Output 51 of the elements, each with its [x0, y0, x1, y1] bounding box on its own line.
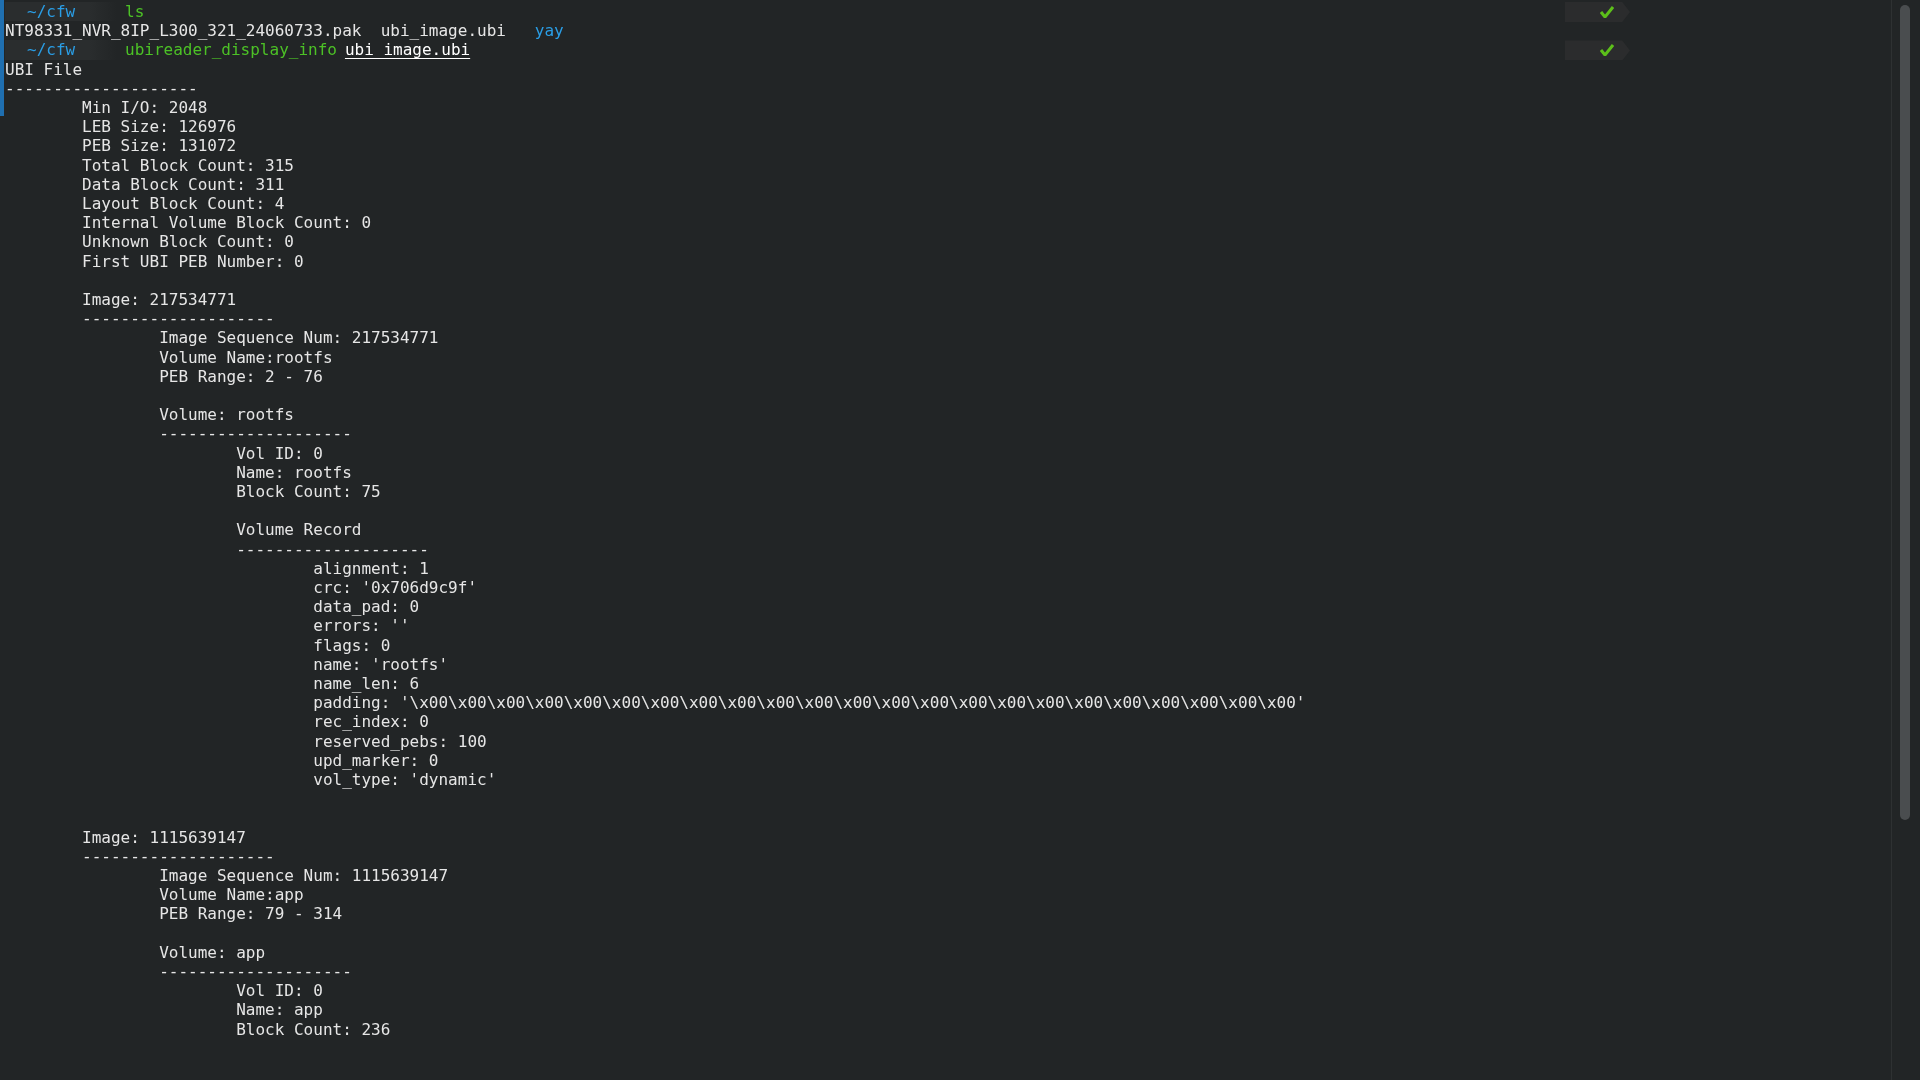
- output-line: Image: 217534771: [82, 290, 237, 310]
- output-line: Image Sequence Num: 217534771: [159, 328, 439, 348]
- output-line: name_len: 6: [313, 674, 420, 694]
- output-line: reserved_pebs: 100: [313, 731, 487, 751]
- output-line: Name: app: [236, 1000, 323, 1020]
- command-text: ubireader_display_info: [125, 40, 337, 60]
- output-line: data_pad: 0: [313, 597, 420, 617]
- output-line: Layout Block Count: 4: [82, 194, 285, 214]
- output-line: vol_type: 'dynamic': [313, 770, 497, 790]
- output-line: Unknown Block Count: 0: [82, 232, 294, 252]
- dashed-rule-text: --------------------: [82, 309, 275, 329]
- output-line: name: 'rootfs': [313, 654, 449, 674]
- output-line: Internal Volume Block Count: 0: [82, 213, 372, 233]
- output-line: Min I/O: 2048: [82, 98, 208, 118]
- output-line: padding: '\x00\x00\x00\x00\x00\x00\x00\x00\x00\x00\x00\x00\x00\x00\x00\x00\x00\x00\x00\x00\x00\x00\x00': [313, 693, 1306, 713]
- output-line: PEB Size: 131072: [82, 136, 237, 156]
- dashed-rule-text: --------------------: [5, 78, 198, 98]
- output-line: PEB Range: 79 - 314: [159, 904, 343, 924]
- output-line: Vol ID: 0: [236, 443, 323, 463]
- output-line: LEB Size: 126976: [82, 117, 237, 137]
- command-text: ls: [125, 2, 145, 22]
- output-line: Volume: rootfs: [159, 405, 294, 425]
- dashed-rule-text: --------------------: [236, 539, 429, 559]
- file-name: ubi_image.ubi: [380, 21, 506, 41]
- output-line: Image: 1115639147: [82, 827, 246, 847]
- output-line: PEB Range: 2 - 76: [159, 366, 323, 386]
- output-line: Vol ID: 0: [236, 981, 323, 1001]
- output-line: First UBI PEB Number: 0: [82, 251, 304, 271]
- output-line: flags: 0: [313, 635, 391, 655]
- output-line: upd_marker: 0: [313, 750, 439, 770]
- output-line: Volume: app: [159, 942, 266, 962]
- output-line: Total Block Count: 315: [82, 155, 294, 175]
- output-line: Volume Record: [236, 520, 362, 540]
- output-line: UBI File: [5, 59, 83, 79]
- output-line: Volume Name:rootfs: [159, 347, 333, 367]
- dashed-rule-text: --------------------: [82, 846, 275, 866]
- output-line: crc: '0x706d9c9f': [313, 578, 477, 598]
- dashed-rule-text: --------------------: [159, 424, 352, 444]
- output-line: Volume Name:app: [159, 885, 304, 905]
- output-line: Block Count: 75: [236, 482, 381, 502]
- output-line: Block Count: 236: [236, 1019, 391, 1039]
- file-name: NT98331_NVR_8IP_L300_321_24060733.pak: [5, 21, 362, 41]
- command-argument: ubi_image.ubi: [344, 40, 471, 60]
- directory-name: yay: [534, 21, 564, 41]
- output-line: rec_index: 0: [313, 712, 429, 732]
- output-line: Image Sequence Num: 1115639147: [159, 866, 449, 886]
- output-line: alignment: 1: [313, 558, 429, 578]
- output-line: errors: '': [313, 616, 410, 636]
- dashed-rule-text: --------------------: [159, 962, 352, 982]
- output-line: Name: rootfs: [236, 462, 352, 482]
- output-line: Data Block Count: 311: [82, 174, 285, 194]
